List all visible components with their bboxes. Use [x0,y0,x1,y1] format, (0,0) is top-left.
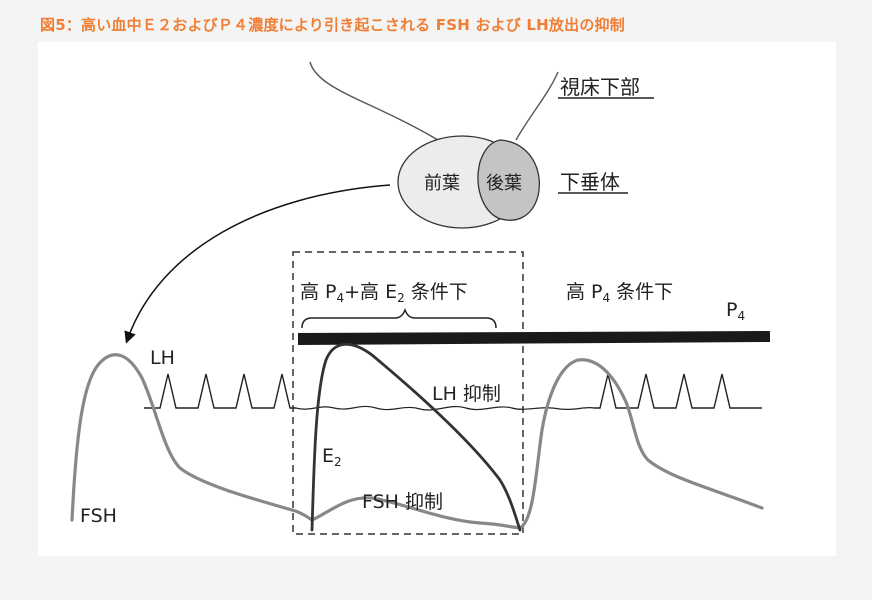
hypothalamus-stalk-left [309,61,439,141]
release-arrow [124,184,391,344]
fsh-curve [70,353,764,530]
e2-curve [310,342,522,532]
lh-pulse-line-right [594,373,762,409]
hormone-suppression-diagram: 視床下部 下垂体 前葉 後葉 高 P4+高 E2 条件下 高 P4 条件下 P4… [70,61,770,535]
hypothalamus-stalk-right [515,71,559,141]
high-p4-condition-label: 高 P4 条件下 [566,281,673,305]
lh-label: LH [150,347,175,369]
posterior-lobe-label: 後葉 [486,173,522,194]
figure-title: 図5：高い血中Ｅ２およびＰ４濃度により引き起こされる FSH および LH放出の… [40,16,625,34]
lh-pulse-line-left [144,373,296,409]
e2-label: E2 [322,445,342,469]
condition-bracket [301,307,497,329]
lh-suppressed-line [295,405,595,411]
fsh-suppression-label: FSH 抑制 [362,491,443,513]
fsh-label: FSH [80,505,117,527]
high-p4-e2-condition-label: 高 P4+高 E2 条件下 [300,281,468,305]
lh-suppression-label: LH 抑制 [432,383,501,405]
p4-bar [298,331,770,345]
posterior-lobe-shape [477,139,540,221]
anterior-lobe-label: 前葉 [424,173,460,194]
pituitary-label: 下垂体 [560,170,620,194]
p4-label: P4 [726,299,745,323]
high-p4-e2-condition-box [292,251,524,535]
hypothalamus-label: 視床下部 [560,75,640,99]
diagram-panel: 視床下部 下垂体 前葉 後葉 高 P4+高 E2 条件下 高 P4 条件下 P4… [38,42,836,556]
